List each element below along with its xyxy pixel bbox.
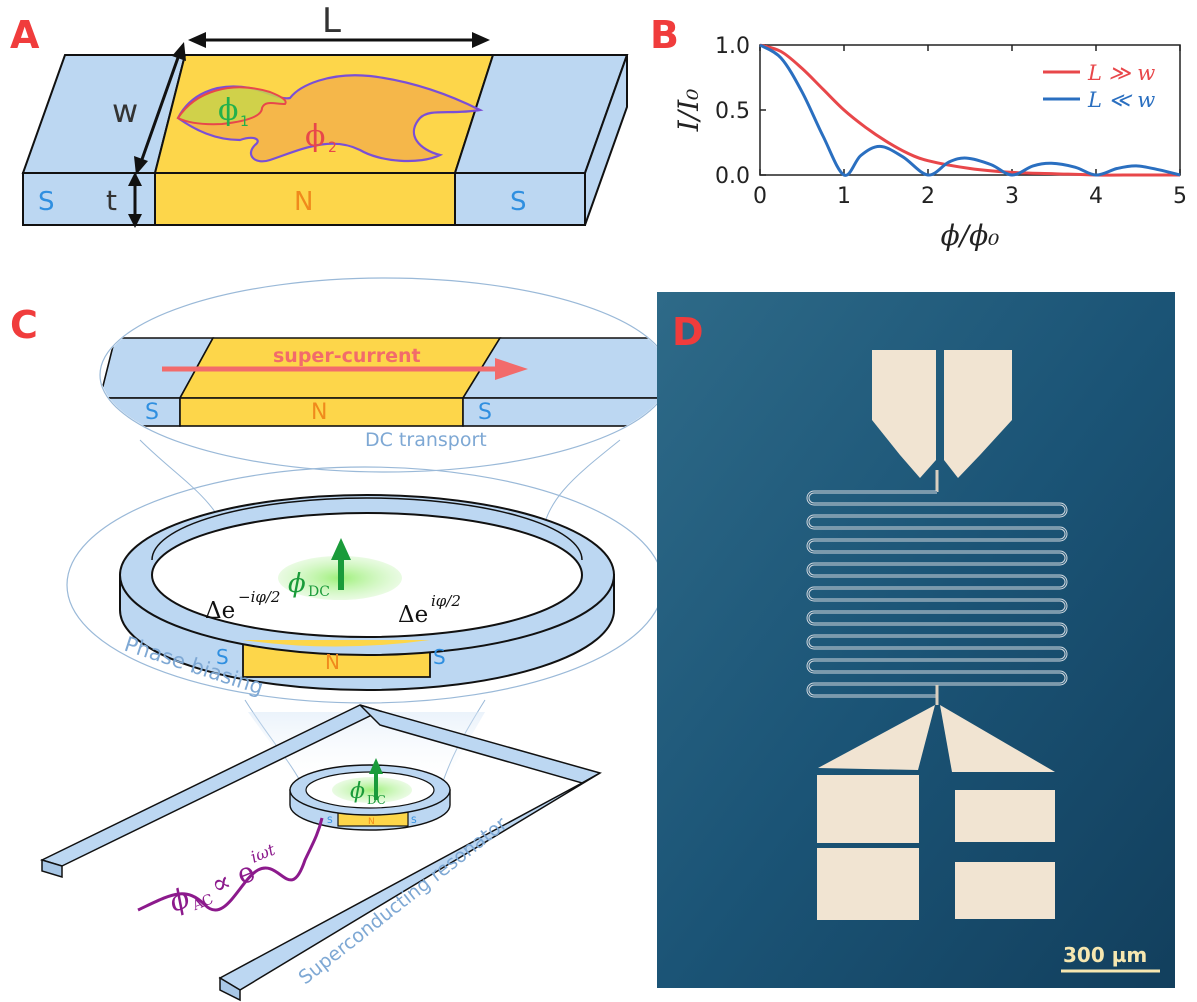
normal-metal-front xyxy=(154,172,456,226)
ring-n-label: N xyxy=(325,650,340,674)
panel-c: C super-current S N S DC transport xyxy=(10,277,671,1002)
width-arrow-bottom-head xyxy=(134,156,148,175)
ring-n-top xyxy=(243,640,430,647)
thickness-arrow-top-head xyxy=(128,172,142,186)
x-tick-label: 2 xyxy=(921,184,935,209)
y-tick-label: 0.0 xyxy=(715,164,750,189)
bottom-pad-4 xyxy=(955,862,1055,919)
phi-dc-label: ϕ xyxy=(288,569,306,599)
phi-ac-exponent: iωt xyxy=(248,840,278,867)
small-phi-dc-label: ϕ xyxy=(350,779,365,804)
phi-dc-subscript: DC xyxy=(308,584,330,600)
small-s-left-label: S xyxy=(327,816,333,826)
meander-gap xyxy=(807,491,1067,697)
delta-right-exponent: iφ/2 xyxy=(431,592,461,610)
legend-label: L ≪ w xyxy=(1087,88,1155,112)
ring-inner-wall xyxy=(151,497,583,561)
flux-loop-1 xyxy=(176,86,287,126)
resonator-right-arm-edge xyxy=(219,976,241,1002)
top-pad-right xyxy=(944,350,1012,478)
a-s-right-label: S xyxy=(510,187,527,217)
length-label: L xyxy=(322,1,341,41)
legend-label: L ≫ w xyxy=(1087,61,1155,85)
panel-b: B 0 1 2 3 4 5 0.0 0.5 1.0 ϕ/ϕ₀ I/I₀ L ≫ w L ≪ w xyxy=(650,13,1187,252)
phi-ac-subscript: AC xyxy=(189,891,215,914)
c-top-s-right-label: S xyxy=(478,400,492,425)
y-tick-label: 0.5 xyxy=(715,99,750,124)
delta-left-label: Δe xyxy=(205,598,235,624)
phi2-label: ϕ xyxy=(305,119,325,154)
phi2-subscript: 2 xyxy=(328,140,337,156)
x-tick-label: 4 xyxy=(1089,184,1103,209)
top-pad-left xyxy=(872,350,936,478)
small-flux-arrow-head xyxy=(369,758,383,774)
width-arrow-line xyxy=(138,51,182,166)
dc-transport-label: DC transport xyxy=(365,429,487,451)
width-arrow-top-head xyxy=(172,42,186,61)
small-flux-glow xyxy=(332,777,412,803)
y-tick-label: 1.0 xyxy=(715,34,750,59)
small-s-right-label: S xyxy=(411,816,417,826)
scalebar-label: 300 µm xyxy=(1063,943,1147,967)
panel-a: A ϕ 1 ϕ 2 L w t S N S xyxy=(10,1,629,228)
bottom-pad-right-triangle xyxy=(940,705,1055,772)
small-phi-dc-subscript: DC xyxy=(367,793,386,807)
panel-d: D 300 µm xyxy=(657,292,1175,988)
y-axis-label: I/I₀ xyxy=(672,89,705,133)
c-top-s-left-label: S xyxy=(145,400,159,425)
c-top-n-label: N xyxy=(311,400,327,425)
supercurrent-label: super-current xyxy=(273,345,421,367)
width-label: w xyxy=(112,92,138,130)
meander-resonator xyxy=(806,490,1068,698)
x-tick-label: 0 xyxy=(753,184,767,209)
thickness-label: t xyxy=(106,184,117,217)
x-tick-label: 5 xyxy=(1173,184,1187,209)
x-tick-label: 1 xyxy=(837,184,851,209)
delta-left-exponent: −iφ/2 xyxy=(238,588,280,606)
ac-drive-wave xyxy=(137,817,324,912)
bottom-pad-1 xyxy=(817,775,919,843)
resonator-left-arm-edge xyxy=(41,858,63,879)
small-n-label: N xyxy=(368,817,375,827)
supercurrent-arrow-head xyxy=(495,358,528,380)
chart: 0 1 2 3 4 5 0.0 0.5 1.0 ϕ/ϕ₀ I/I₀ L ≫ w L ≪ w xyxy=(672,34,1187,252)
panel-c-letter: C xyxy=(10,303,38,347)
resonator-label: Superconducting resonator xyxy=(295,813,512,989)
panel-d-letter: D xyxy=(672,310,704,354)
a-s-left-label: S xyxy=(38,187,55,217)
phi1-subscript: 1 xyxy=(240,114,249,130)
ac-label-group: ϕ AC ∝ e iωt xyxy=(164,840,278,919)
x-axis-label: ϕ/ϕ₀ xyxy=(941,219,1000,252)
ring-s-left-label: S xyxy=(216,645,229,669)
bottom-pad-3 xyxy=(817,848,919,920)
dc-flux-arrow-head xyxy=(331,538,351,560)
thickness-arrow-bottom-head xyxy=(128,214,142,228)
bottom-pad-2 xyxy=(955,790,1055,842)
length-arrow-right-head xyxy=(472,32,490,48)
phi1-label: ϕ xyxy=(218,93,238,128)
phi-ac-relation: ∝ e xyxy=(206,855,260,902)
right-side-face xyxy=(584,54,628,226)
length-arrow-left-head xyxy=(188,32,206,48)
delta-right-label: Δe xyxy=(398,602,428,628)
panel-b-letter: B xyxy=(650,13,679,57)
x-tick-label: 3 xyxy=(1005,184,1019,209)
bottom-pad-left-triangle xyxy=(818,705,935,770)
a-n-label: N xyxy=(294,187,313,217)
ring-s-right-label: S xyxy=(433,645,446,669)
panel-a-letter: A xyxy=(10,13,40,57)
